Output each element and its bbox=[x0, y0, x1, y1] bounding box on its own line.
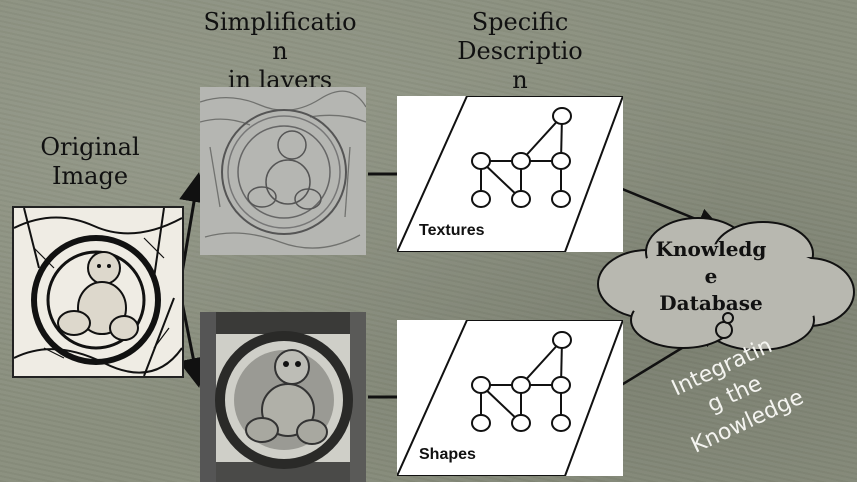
original-image-label: Original Image bbox=[40, 133, 140, 190]
shapes-description-panel: Shapes bbox=[397, 320, 623, 476]
specific-description-label: Specific Descriptio n bbox=[457, 8, 583, 94]
shapes-layer-image bbox=[200, 312, 366, 482]
simplification-label: Simplificatio n in layers bbox=[203, 8, 357, 94]
textures-layer-image bbox=[200, 87, 366, 255]
original-woodcut-image bbox=[12, 206, 184, 378]
shapes-panel-title: Shapes bbox=[419, 446, 476, 463]
knowledge-database-label: Knowledg e Database bbox=[655, 237, 767, 315]
textures-panel-title: Textures bbox=[419, 222, 485, 239]
textures-description-panel: Textures bbox=[397, 96, 623, 252]
knowledge-database-cloud bbox=[588, 212, 857, 362]
